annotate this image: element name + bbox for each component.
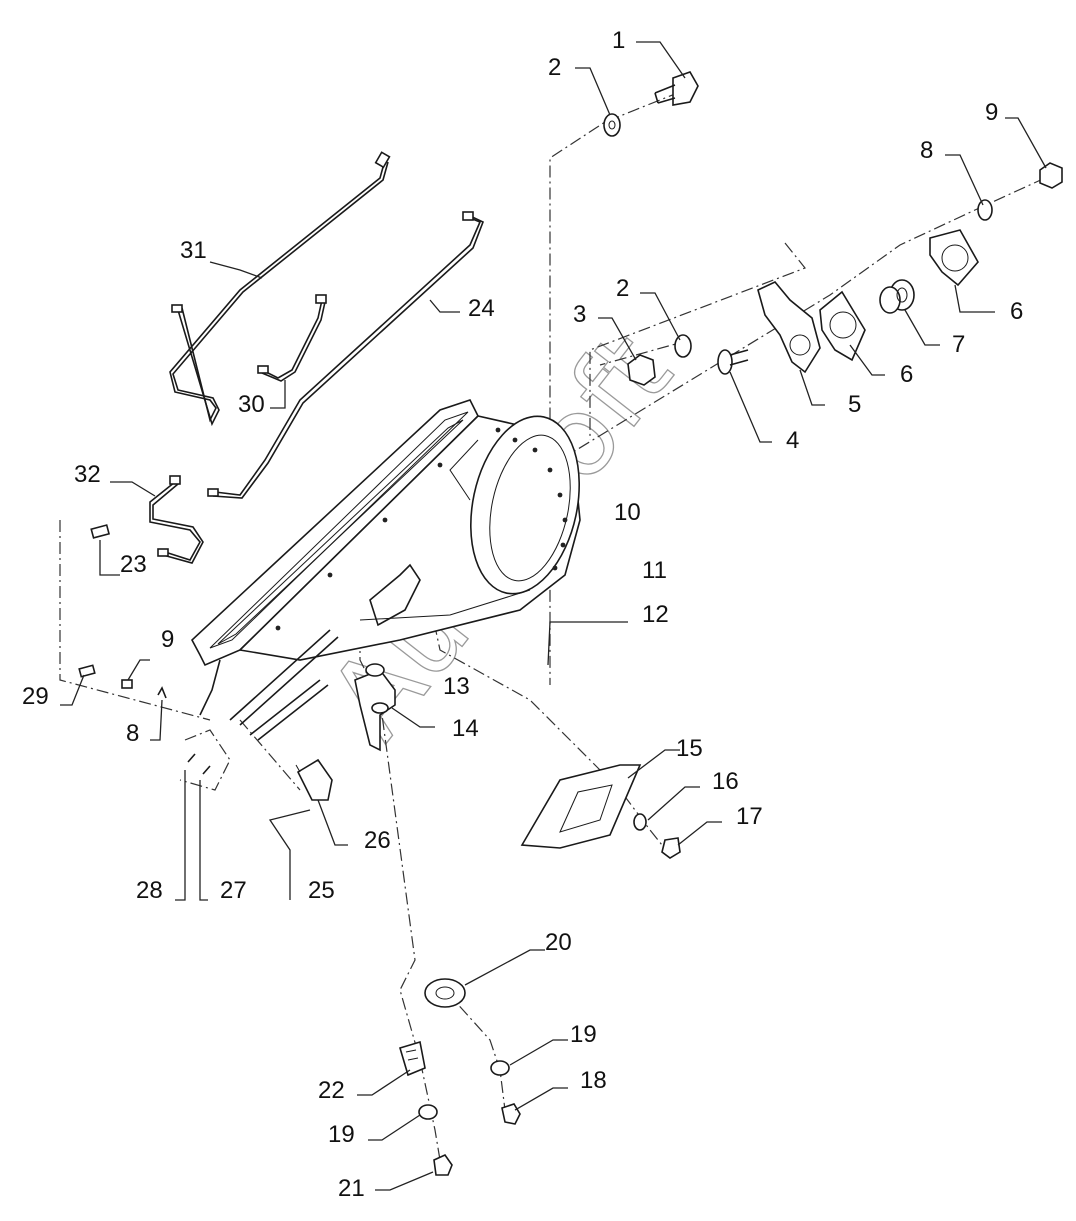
callout-8-left: 8 <box>126 720 139 747</box>
flange-6b <box>819 290 866 362</box>
lever-5 <box>757 281 821 374</box>
clip-9-left <box>121 679 133 689</box>
callout-21: 21 <box>338 1175 365 1202</box>
callout-2-top: 2 <box>548 54 561 81</box>
brake-line-24 <box>214 217 482 496</box>
washer-2-top <box>603 113 621 137</box>
callout-19-right: 19 <box>570 1021 597 1048</box>
callout-12: 12 <box>642 601 669 628</box>
flange-6a <box>929 229 979 287</box>
fitting-29 <box>78 664 96 678</box>
callout-17: 17 <box>736 803 763 830</box>
nut-21 <box>433 1153 453 1176</box>
brake-line-31 <box>169 159 386 423</box>
callout-29: 29 <box>22 683 49 710</box>
callout-22: 22 <box>318 1077 345 1104</box>
bolt-1 <box>654 71 699 106</box>
washer-19-right <box>490 1060 510 1076</box>
nut-9-top <box>1039 162 1063 189</box>
callout-2-mid: 2 <box>616 275 629 302</box>
callout-27: 27 <box>220 877 247 904</box>
washer-19-left <box>418 1104 438 1120</box>
nut-18 <box>501 1103 521 1125</box>
bracket-22 <box>399 1040 426 1077</box>
bolt-17 <box>661 837 681 859</box>
callout-26: 26 <box>364 827 391 854</box>
leader-lines <box>60 41 1047 1191</box>
washer-16 <box>633 813 647 831</box>
callout-24: 24 <box>468 295 495 322</box>
callout-14: 14 <box>452 715 479 742</box>
nut-3 <box>627 354 656 386</box>
brake-line-30 <box>261 299 323 379</box>
inner-window <box>369 563 421 627</box>
bolt-4 <box>717 349 749 375</box>
callout-7: 7 <box>952 331 965 358</box>
callout-10: 10 <box>614 499 641 526</box>
callout-31: 31 <box>180 237 207 264</box>
callout-11: 11 <box>642 557 667 584</box>
callout-15: 15 <box>676 735 703 762</box>
cone-flange-ring <box>470 415 580 595</box>
clips-27-28 <box>187 753 211 775</box>
housing-flange <box>191 399 479 667</box>
clip-8-left <box>157 686 167 699</box>
callout-18: 18 <box>580 1067 607 1094</box>
bracket-13 <box>199 629 396 752</box>
callout-1: 1 <box>612 27 625 54</box>
cover-15 <box>520 764 642 849</box>
callout-6-mid: 6 <box>900 361 913 388</box>
brake-housing <box>191 399 581 667</box>
callout-32: 32 <box>74 461 101 488</box>
callout-19-left: 19 <box>328 1121 355 1148</box>
callout-28: 28 <box>136 877 163 904</box>
grommet-20 <box>424 978 466 1008</box>
callout-30: 30 <box>238 391 265 418</box>
callout-9-top: 9 <box>985 99 998 126</box>
callout-20: 20 <box>545 929 572 956</box>
brake-lines <box>149 151 485 564</box>
callout-25: 25 <box>308 877 335 904</box>
callout-16: 16 <box>712 768 739 795</box>
callout-9-left: 9 <box>161 626 174 653</box>
bushing-7 <box>879 279 915 314</box>
fitting-23 <box>90 524 111 539</box>
callout-4: 4 <box>786 427 799 454</box>
callout-23: 23 <box>120 551 147 578</box>
sensor-26 <box>295 758 333 801</box>
callout-5: 5 <box>848 391 861 418</box>
callout-labels: 1 2 2 3 4 5 6 6 7 8 8 9 9 10 11 12 13 14… <box>22 27 1023 1202</box>
callout-6-right: 6 <box>1010 298 1023 325</box>
callout-8-top: 8 <box>920 137 933 164</box>
washer-8-top <box>977 199 993 221</box>
washer-2-mid <box>674 334 692 358</box>
callout-13: 13 <box>443 673 470 700</box>
brake-line-32 <box>149 481 201 561</box>
callout-3: 3 <box>573 301 586 328</box>
